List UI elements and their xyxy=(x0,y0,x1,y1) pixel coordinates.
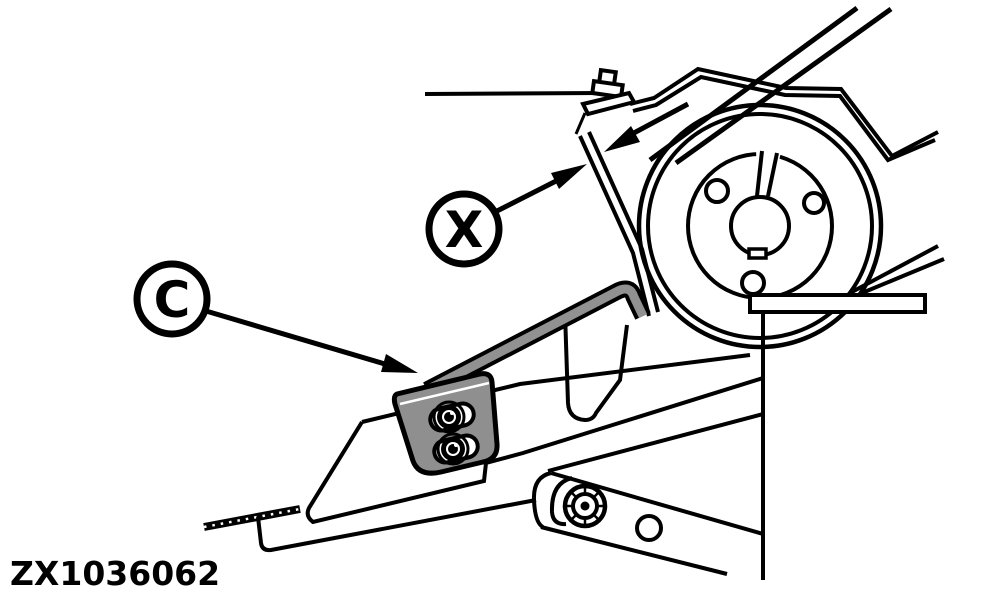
arm-bottom-edge xyxy=(540,525,728,576)
support-shelf xyxy=(748,244,945,580)
upper-frame xyxy=(424,66,939,163)
arm-end-cap-inner xyxy=(549,476,573,527)
arm-hole xyxy=(635,514,663,542)
keyway-left-edge xyxy=(755,150,764,197)
arm-bolt-center xyxy=(580,501,590,511)
frame-top-line xyxy=(424,91,602,96)
part-c-bracket xyxy=(391,371,500,476)
pulley-hole-right xyxy=(802,191,826,215)
callout-c-leader xyxy=(205,308,396,370)
figure-code: ZX1036062 xyxy=(10,554,220,593)
callout-x-leader xyxy=(495,175,564,214)
belt-upper-line-2 xyxy=(674,6,893,166)
pulley-rim-inner xyxy=(646,112,874,340)
shelf-brace-line-2 xyxy=(861,257,945,295)
deck-lower-edge xyxy=(256,498,537,553)
belt-upper-line-1 xyxy=(648,5,859,163)
clamp-edge-line xyxy=(574,112,587,135)
sheet-edge-inner xyxy=(632,74,936,163)
pulley xyxy=(636,102,884,350)
pivot-arm xyxy=(531,471,764,576)
bolt-flange xyxy=(590,78,625,100)
shelf-plate xyxy=(748,293,927,314)
callout-c-label: C xyxy=(154,271,191,329)
belt-keeper xyxy=(563,312,629,423)
belt-upper-run xyxy=(648,5,893,166)
arm-bolt-serrations xyxy=(567,488,603,524)
deck-front-edge xyxy=(305,376,764,525)
sheet-edge-outer xyxy=(629,66,939,159)
shelf-brace-line-1 xyxy=(849,244,939,295)
belt-front-line-1 xyxy=(578,135,651,317)
bracket-fold-line xyxy=(399,381,490,406)
bracket-bolt-lower xyxy=(436,432,470,466)
deck-housing xyxy=(203,312,764,553)
frame-rail-line xyxy=(547,412,764,473)
callout-x: X xyxy=(425,101,690,268)
arm-end-cap xyxy=(531,471,552,529)
belt-front-line-2 xyxy=(587,131,660,313)
pulley-hole-left xyxy=(704,178,730,204)
pulley-rim-outer xyxy=(636,102,884,350)
counter-arrow-shaft xyxy=(630,101,690,137)
counter-arrowhead xyxy=(604,126,640,152)
callout-x-arrowhead xyxy=(551,164,587,189)
pulley-hole-bottom xyxy=(740,270,766,296)
arm-top-edge xyxy=(550,471,764,536)
belt-anchor-bolt xyxy=(574,67,638,135)
callout-x-circle xyxy=(425,190,503,268)
rod-fill xyxy=(424,284,648,394)
part-c-rod xyxy=(423,280,651,398)
bracket-bolt-upper xyxy=(432,400,466,434)
callout-c: C xyxy=(133,260,418,373)
blade-strip xyxy=(203,505,301,531)
callout-x-label: X xyxy=(445,201,484,259)
keyway-right-edge xyxy=(766,152,779,197)
callout-c-circle xyxy=(133,260,211,338)
callout-c-arrowhead xyxy=(381,354,418,373)
belt-front-run xyxy=(578,131,660,317)
bore-notch xyxy=(747,247,768,260)
